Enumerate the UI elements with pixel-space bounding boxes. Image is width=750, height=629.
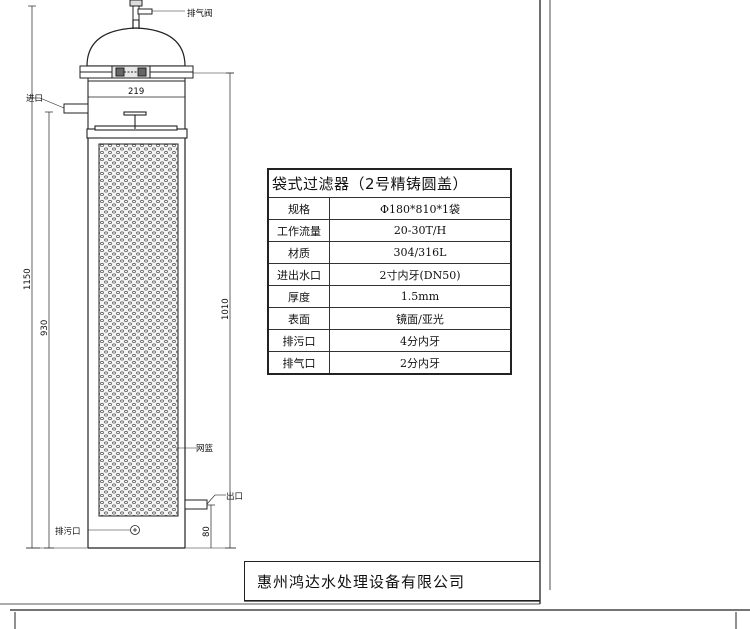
spec-value: 20-30T/H — [329, 219, 512, 242]
drain-port-icon — [88, 525, 140, 535]
lid-flange — [79, 65, 194, 82]
spec-table-title: 袋式过滤器（2号精铸圆盖） — [267, 168, 512, 198]
spec-key: 规格 — [267, 197, 330, 220]
basket-label: 网篮 — [196, 443, 214, 454]
spec-key: 工作流量 — [267, 219, 330, 242]
spec-row: 表面镜面/亚光 — [267, 307, 512, 330]
drain-label: 排污口 — [55, 526, 81, 537]
spec-value: 304/316L — [329, 241, 512, 264]
dome-lid — [86, 20, 186, 67]
width-dimension-label: 219 — [128, 87, 144, 97]
company-name: 惠州鸿达水处理设备有限公司 — [244, 561, 540, 601]
dimension-80: 80 — [202, 526, 212, 537]
spec-key: 排污口 — [267, 329, 330, 352]
spec-value: Φ180*810*1袋 — [329, 197, 512, 220]
dimension-1150: 1150 — [23, 268, 33, 290]
outlet-label: 出口 — [226, 491, 243, 502]
dimension-930: 930 — [40, 320, 50, 336]
spec-value: 2寸内牙(DN50) — [329, 263, 512, 286]
vent-valve-label: 排气阀 — [187, 8, 213, 19]
spec-key: 表面 — [267, 307, 330, 330]
spec-value: 镜面/亚光 — [329, 307, 512, 330]
spec-value: 1.5mm — [329, 285, 512, 308]
inlet-label: 进口 — [26, 94, 43, 104]
inlet-pipe — [28, 97, 89, 114]
dimension-lines — [26, 5, 236, 549]
spec-value: 2分内牙 — [329, 351, 512, 375]
spec-key: 材质 — [267, 241, 330, 264]
outlet-pipe — [184, 494, 226, 510]
spec-value: 4分内牙 — [329, 329, 512, 352]
spec-key: 厚度 — [267, 285, 330, 308]
spec-key: 进出水口 — [267, 263, 330, 286]
filter-basket — [98, 143, 179, 517]
dimension-1010: 1010 — [221, 298, 231, 320]
spec-key: 排气口 — [267, 351, 330, 375]
vent-valve — [129, 0, 185, 21]
